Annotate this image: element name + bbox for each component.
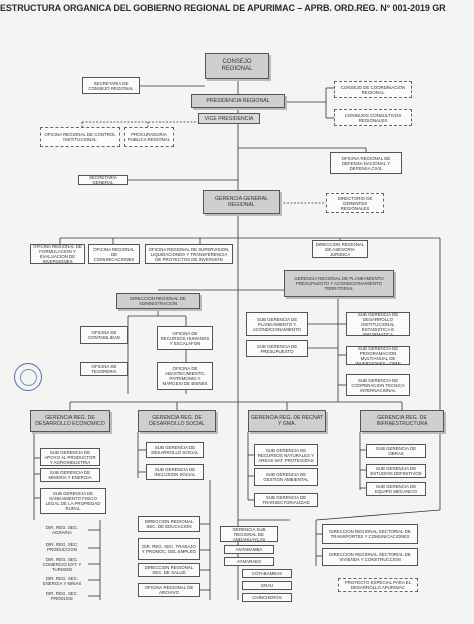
node-defensa-nacional: OFICINA REGIONAL DE DEFENSA NACIONAL Y D… — [330, 152, 402, 174]
node-tesoreria: OFICINA DE TESORERIA — [80, 362, 128, 376]
node-gerencia-recnat: GERENCIA REG. DE RECNAT Y GMA. — [248, 410, 326, 432]
node-eco-saneamiento: SUB GERENCIA DE SANEAMIENTO FISICO LEGAL… — [40, 488, 106, 514]
node-abastecimiento: OFICINA DE ABASTECIMIENTO, PATRIMONIO Y … — [157, 362, 213, 390]
node-rec-recursos-naturales: SUB GERENCIA DE RECURSOS NATURALES Y ARE… — [254, 444, 318, 466]
node-gerencia-social: GERENCIA REG. DE DESARROLLO SOCIAL — [138, 410, 216, 432]
node-contabilidad: OFICINA DE CONTABILIDAD — [80, 326, 128, 344]
node-soc-salud: DIRECCION REGIONAL SEC. DE SALUD — [138, 563, 200, 577]
node-control-institucional: OFICINA REGIONAL DE CONTROL INSTITUCIONA… — [40, 127, 120, 147]
node-presidencia: PRESIDENCIA REGIONAL — [191, 94, 285, 108]
node-rec-cotabambas: COTABAMBAS — [242, 569, 292, 578]
node-soc-inclusion: SUB GERENCIA DE INCLUSION SOCIAL — [146, 464, 204, 480]
chart-title: ESTRUCTURA ORGANICA DEL GOBIERNO REGIONA… — [0, 3, 446, 13]
node-consejo-coordinacion: CONSEJO DE COORDINACION REGIONAL — [334, 81, 412, 98]
node-rec-antabamba: ANTABAMBA — [224, 545, 274, 554]
node-consejo-regional: CONSEJO REGIONAL — [205, 53, 269, 79]
node-proyecto-especial: PROYECTO ESPECIAL PARA EL DESARROLLO APU… — [338, 578, 418, 592]
node-sg-presupuesto: SUB GERENCIA DE PRESUPUESTO — [246, 340, 308, 357]
node-inf-vivienda: DIRECCION REGIONAL SECTORIAL DE VIVIENDA… — [322, 548, 418, 566]
node-sg-planeamiento: SUB GERENCIA DE PLANEAMIENTO Y ACONDICIO… — [246, 312, 308, 336]
node-planeamiento: GERENCIA REGIONAL DE PLANEAMIENTO PRESUP… — [284, 270, 394, 297]
node-inf-obras: SUB GERENCIA DE OBRAS — [366, 444, 426, 458]
node-inf-equipo-mecanico: SUB GERENCIA DE EQUIPO MECANICO — [366, 482, 426, 496]
node-sg-desarrollo-institucional: SUB GERENCIA DE DESARROLLO INSTITUCIONAL… — [346, 312, 410, 336]
node-soc-educacion: DIRECCION REGIONAL SEC. DE EDUCACION — [138, 516, 200, 532]
node-rec-transectorialidad: SUB GERENCIA DE TRANSECTORIALIDAD — [254, 493, 318, 507]
node-eco-produccion: DIR. REG. SEC. PRODUCCION — [45, 542, 79, 552]
node-procuraduria: PROCURADURIA PUBLICA REGIONAL — [124, 127, 174, 147]
node-inf-transportes: DIRECCION REGIONAL SECTORIAL DE TRANSPOR… — [322, 524, 418, 544]
node-inf-estudios: SUB GERENCIA DE ESTUDIOS DEFINITIVOS — [366, 464, 426, 478]
node-eco-apoyo-productor: SUB GERENCIA DE APOYO AL PRODUCTOR Y AGR… — [40, 448, 100, 466]
node-rec-gestion-ambiental: SUB GERENCIA DE GESTION AMBIENTAL — [254, 468, 318, 486]
node-consejos-consultivos: CONSEJOS CONSULTIVOS REGIONALES — [334, 109, 412, 126]
node-vicepresidencia: VICE PRESIDENCIA — [198, 113, 260, 124]
node-dir-administracion: DIRECCION REGIONAL DE ADMINISTRACION — [116, 293, 200, 309]
node-rec-grau: GRAU — [242, 581, 292, 590]
node-rec-andahuaylas: GERENCIA SUB REGIONAL DE ANDAHUAYLAS — [220, 526, 278, 542]
node-eco-agraria: DIR. REG. SEC. AGRARIA — [45, 525, 79, 535]
institutional-seal — [14, 363, 42, 391]
node-eco-energia: DIR. REG. SEC. ENERGIA Y MINAS — [42, 576, 82, 586]
node-soc-desarrollo: SUB GERENCIA DE DESARROLLO SOCIAL — [146, 442, 204, 458]
node-recursos-humanos: OFICINA DE RECURSOS HUMANOS Y ESCALAFON — [157, 326, 213, 350]
node-eco-comercio: DIR. REG. SEC. COMERCIO EXT. Y TURISMO — [42, 557, 82, 571]
node-eco-mineria: SUB GERENCIA DE MINERIA Y ENERGIA — [40, 468, 100, 482]
node-asesoria-juridica: DIRECCION REGIONAL DE ASESORIA JURIDICA — [312, 240, 368, 258]
node-gerencia-general: GERENCIA GENERAL REGIONAL — [203, 190, 280, 214]
node-gerencia-economico: GERENCIA REG. DE DESARROLLO ECONOMICO — [30, 410, 110, 432]
node-rec-chincheros: CHINCHEROS — [242, 593, 292, 602]
node-liquidaciones: OFICINA REGIONAL DE SUPERVISION, LIQUIDA… — [145, 244, 233, 264]
node-eco-produce: DIR. REG. SEC. PRODUCE — [45, 591, 79, 601]
node-comunicaciones: OFICINA REGIONAL DE COMUNICACIONES — [88, 244, 140, 264]
node-secretaria-consejo: SECRETARIA DE CONSEJO REGIONAL — [82, 77, 140, 94]
node-soc-archivo: OFICINA REGIONAL DE ARCHIVO — [138, 583, 200, 597]
node-formulacion-inversiones: OFICINA REGIONAL DE FORMULACION Y EVALUA… — [30, 244, 85, 264]
node-soc-trabajo: DIR. REG. SEC. TRABAJO Y PROMOC. DEL EMP… — [138, 538, 200, 560]
node-secretaria-general: SECRETARIA GENERAL — [78, 175, 128, 185]
node-directorio-gerentes: DIRECTORIO DE GERENTES REGIONALES — [326, 193, 384, 213]
node-sg-cooperacion: SUB GERENCIA DE COOPERACION TECNICA INTE… — [346, 374, 410, 396]
node-rec-aymaraes: AYMARAES — [224, 557, 274, 566]
node-sg-programacion: SUB GERENCIA DE PROGRAMACION MULTIANUAL … — [346, 346, 410, 365]
node-gerencia-infraestructura: GERENCIA REG. DE INFRAESTRUCTURA — [360, 410, 444, 432]
